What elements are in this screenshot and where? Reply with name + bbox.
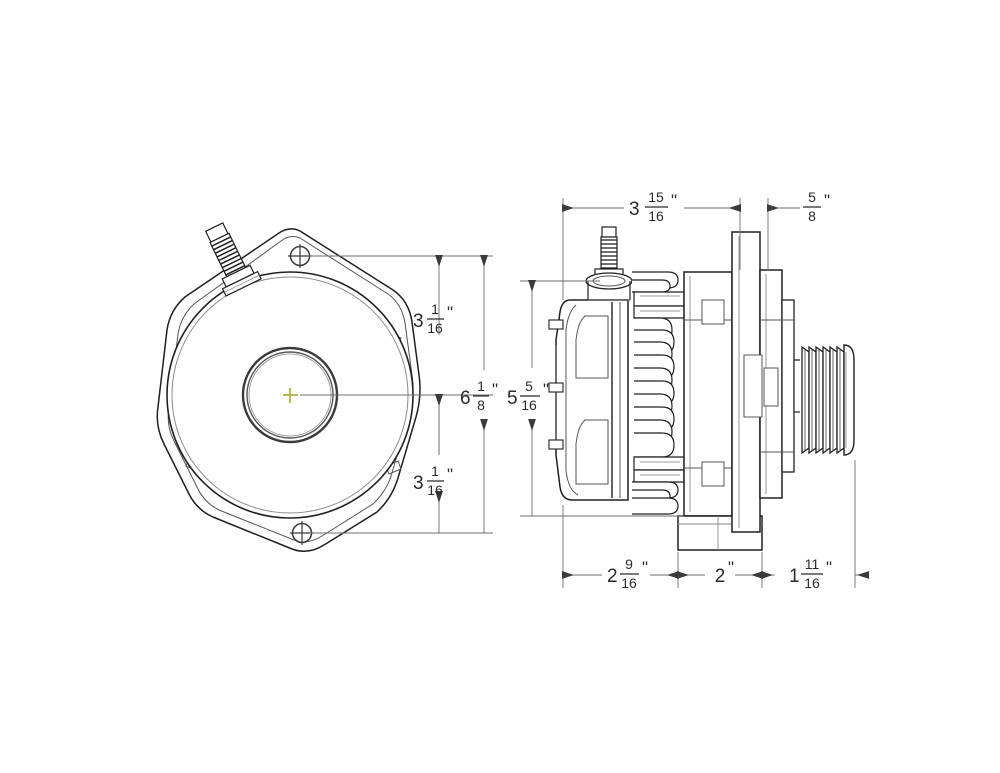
front-view [156,222,421,552]
dim-front-overall-denominator: 8 [477,397,485,413]
dim-side-bottom-right: 1 11 16 " [761,556,869,591]
dim-front-bottom: 3 1 16 " [413,394,453,533]
dim-side-top-small: 5 8 " [727,189,830,224]
dim-front-bottom-denominator: 16 [427,482,443,498]
side-threaded-stud [585,226,633,301]
dim-side-top-main-mark: " [671,191,677,210]
dim-side-bottom-mid-whole: 2 [715,566,726,587]
dim-side-bottom-left: 2 9 16 " [562,556,679,591]
dim-side-height: 5 5 16 " [507,280,549,516]
dim-side-top-small-mark: " [824,191,830,210]
side-view [548,226,855,551]
dim-side-bottom-right-whole: 1 [789,566,800,587]
side-drive-end-housing [731,231,795,533]
dim-side-height-numerator: 5 [525,378,533,394]
dim-side-top-main-whole: 3 [629,199,640,220]
dim-front-top: 3 1 16 " [413,255,453,455]
dim-side-bottom-right-mark: " [826,558,832,577]
front-center-mark [283,388,298,403]
dim-front-bottom-whole: 3 [413,473,424,494]
dim-side-bottom-left-whole: 2 [607,566,618,587]
dim-side-top-small-numerator: 5 [808,189,816,205]
dim-side-height-mark: " [543,380,549,399]
dim-front-top-numerator: 1 [431,301,439,317]
dim-front-overall: 6 1 8 " [460,255,498,533]
dim-side-bottom-left-numerator: 9 [625,556,633,572]
dim-side-top-main-denominator: 16 [648,208,664,224]
dim-side-top-small-denominator: 8 [808,208,816,224]
dim-side-height-denominator: 16 [521,397,537,413]
dim-side-height-whole: 5 [507,388,518,409]
dim-front-overall-mark: " [492,380,498,399]
side-view-dimensions: 3 15 16 " 5 8 " 5 5 16 " [507,189,869,591]
side-pulley [800,344,855,456]
front-view-dimensions: 3 1 16 " 3 1 16 " 6 1 8 " [300,255,498,534]
dim-side-bottom-left-mark: " [642,558,648,577]
side-frame-body [683,271,733,517]
dim-side-bottom-right-denominator: 16 [804,575,820,591]
dim-front-bottom-mark: " [447,465,453,484]
side-rear-cover [555,299,629,501]
dim-front-overall-numerator: 1 [477,378,485,394]
dim-side-bottom-mid-mark: " [728,558,734,577]
dim-side-top-main-numerator: 15 [648,189,664,205]
dim-side-top-main: 3 15 16 " [562,189,741,224]
dim-front-top-mark: " [447,303,453,322]
dim-front-bottom-numerator: 1 [431,463,439,479]
front-threaded-stud [204,222,262,297]
dim-front-overall-whole: 6 [460,388,471,409]
dim-side-bottom-mid: 2 " [677,558,763,587]
dim-side-bottom-right-numerator: 11 [805,556,820,572]
dim-front-top-whole: 3 [413,311,424,332]
dim-front-top-denominator: 16 [427,320,443,336]
side-rear-cover-tabs [548,319,564,450]
dim-side-bottom-left-denominator: 16 [621,575,637,591]
side-stator-windings [632,271,685,515]
